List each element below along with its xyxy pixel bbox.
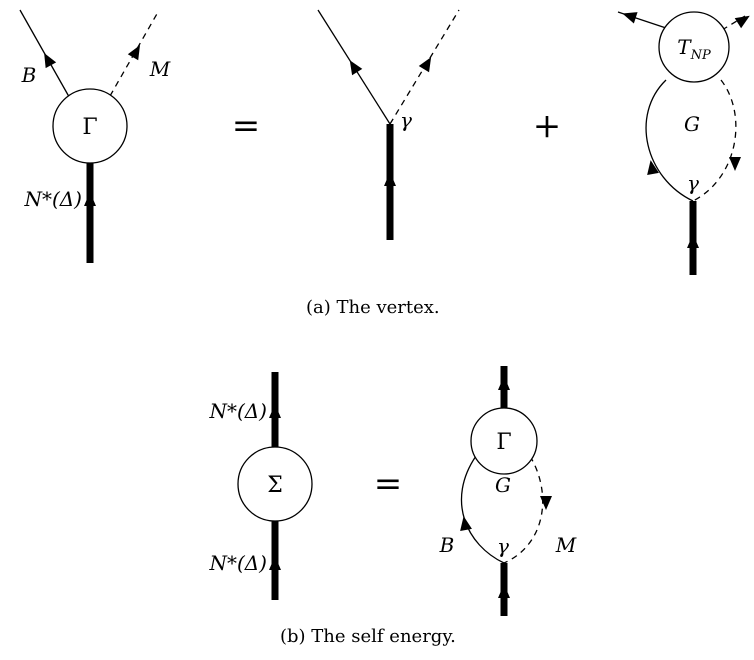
vertex-function-circle — [52, 88, 128, 164]
vertex-loop-term: TNP G γ — [617, 7, 753, 275]
resonance-label-upper: N*(Δ) — [208, 399, 267, 423]
vertex-function-circle — [470, 407, 538, 475]
vertex-lhs-diagram: Γ B M N*(Δ) — [19, 9, 171, 263]
meson-propagator-arrow — [729, 157, 741, 171]
resonance-arrow-upper — [269, 404, 281, 418]
self-energy-symbol: Σ — [267, 473, 283, 498]
equals-sign-vertex: = — [232, 106, 261, 146]
meson-propagator — [503, 455, 544, 564]
meson-label: M — [555, 533, 577, 557]
tmatrix-subscript: NP — [690, 48, 711, 63]
outgoing-baryon-arrow — [620, 7, 638, 24]
resonance-arrow-lower — [498, 584, 510, 598]
vertex-caption: (a) The vertex. — [306, 297, 440, 318]
self-energy-lhs-diagram: Σ N*(Δ) N*(Δ) — [208, 372, 313, 600]
plus-sign: + — [533, 106, 562, 146]
tmatrix-symbol: T — [677, 35, 692, 59]
self-energy-circle — [237, 446, 313, 522]
resonance-arrow — [84, 192, 96, 206]
outgoing-meson-arrow — [734, 10, 753, 29]
meson-propagator — [692, 79, 737, 202]
baryon-label: B — [21, 63, 37, 87]
resonance-label-lower: N*(Δ) — [208, 551, 267, 575]
resonance-arrow-upper — [498, 376, 510, 390]
baryon-arrow — [38, 50, 57, 69]
resonance-label: N*(Δ) — [23, 187, 82, 211]
tmatrix-label: TNP — [677, 35, 711, 63]
meson-arrow — [418, 54, 437, 73]
self-energy-rhs-diagram: Γ G B M γ — [439, 366, 577, 616]
tmatrix-circle — [658, 11, 730, 83]
resonance-arrow-lower — [269, 556, 281, 570]
baryon-propagator — [645, 79, 694, 202]
baryon-propagator-arrow — [457, 515, 472, 531]
propagator-label: G — [495, 473, 511, 497]
resonance-arrow — [687, 234, 699, 248]
vertex-bare-term: γ — [317, 9, 460, 240]
baryon-arrow — [344, 57, 363, 76]
resonance-arrow — [384, 172, 396, 186]
coupling-label: γ — [497, 534, 509, 558]
propagator-label: G — [684, 112, 700, 136]
bare-coupling-label: γ — [400, 108, 412, 132]
vertex-function-symbol: Γ — [496, 430, 511, 455]
meson-arrow — [127, 42, 146, 61]
loop-coupling-label: γ — [687, 171, 699, 195]
self-energy-caption: (b) The self energy. — [280, 626, 456, 647]
meson-propagator-arrow — [540, 496, 552, 510]
baryon-label: B — [439, 533, 455, 557]
meson-label: M — [149, 57, 171, 81]
equals-sign-self-energy: = — [374, 464, 403, 504]
vertex-function-symbol: Γ — [82, 115, 97, 140]
